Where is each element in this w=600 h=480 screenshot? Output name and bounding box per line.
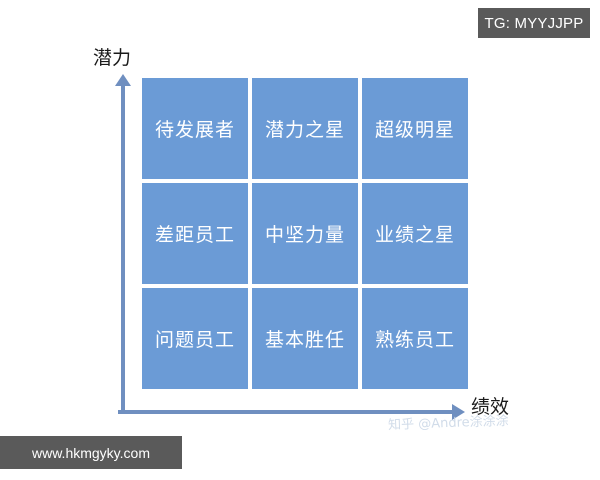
matrix-cell: 基本胜任 bbox=[252, 288, 358, 389]
url-badge: www.hkmgyky.com bbox=[0, 436, 182, 469]
matrix-cell: 熟练员工 bbox=[362, 288, 468, 389]
y-axis-line bbox=[121, 82, 125, 413]
x-axis-line bbox=[118, 410, 456, 414]
y-axis-arrow-icon bbox=[115, 74, 131, 86]
matrix-cell: 中坚力量 bbox=[252, 183, 358, 284]
matrix-grid: 待发展者 潜力之星 超级明星 差距员工 中坚力量 业绩之星 问题员工 基本胜任 … bbox=[142, 78, 468, 389]
matrix-cell-label: 基本胜任 bbox=[264, 329, 345, 351]
source-watermark: 知乎 @Andre涂涂涂 bbox=[387, 413, 509, 434]
y-axis-label: 潜力 bbox=[93, 47, 132, 69]
matrix-cell: 业绩之星 bbox=[362, 183, 468, 284]
x-axis-label: 绩效 bbox=[471, 396, 510, 418]
matrix-cell-label: 中坚力量 bbox=[264, 224, 345, 246]
matrix-cell-label: 问题员工 bbox=[154, 329, 235, 351]
x-axis-arrow-icon bbox=[452, 404, 465, 420]
tag-badge: TG: MYYJJPP bbox=[478, 8, 590, 38]
matrix-cell-label: 熟练员工 bbox=[374, 329, 455, 351]
matrix-cell: 潜力之星 bbox=[252, 78, 358, 179]
matrix-cell-label: 差距员工 bbox=[154, 224, 235, 246]
matrix-cell-label: 超级明星 bbox=[374, 119, 455, 141]
matrix-cell-label: 待发展者 bbox=[154, 119, 235, 141]
matrix-cell: 超级明星 bbox=[362, 78, 468, 179]
matrix-cell: 问题员工 bbox=[142, 288, 248, 389]
matrix-cell: 差距员工 bbox=[142, 183, 248, 284]
matrix-cell-label: 潜力之星 bbox=[264, 119, 345, 141]
matrix-cell: 待发展者 bbox=[142, 78, 248, 179]
matrix-cell-label: 业绩之星 bbox=[374, 224, 455, 246]
